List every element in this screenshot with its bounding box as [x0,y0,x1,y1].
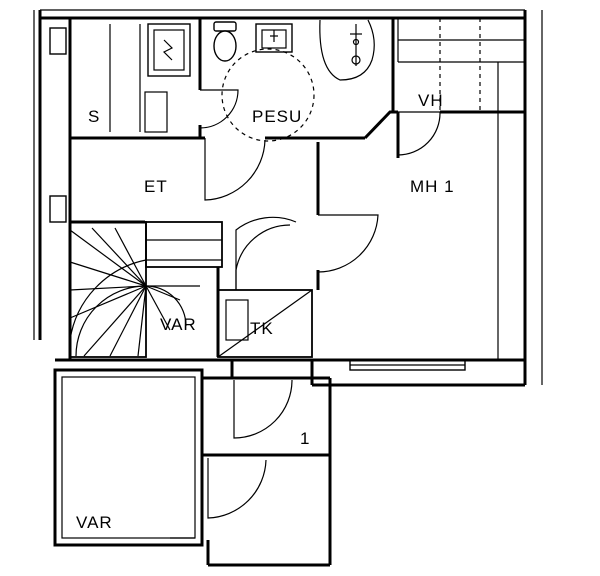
staircase [69,221,200,358]
shower-icon [319,19,375,81]
upper-partitions [70,18,525,360]
storage-lower-room: VAR [53,368,204,547]
label-bedroom: MH 1 [410,177,455,196]
outer-walls [33,9,543,387]
label-walk-in-closet: VH [418,91,444,110]
label-storage-lower: VAR [76,513,113,532]
label-entrance-hall: ET [144,177,168,196]
lower-corridor: 1 [55,358,332,567]
label-floor-marker: 1 [300,429,310,448]
label-washroom: PESU [252,107,302,126]
walk-in-closet: VH [397,91,444,156]
bedroom-room: MH 1 [312,177,525,371]
sink-icon [255,23,293,53]
label-storage-stair: VAR [160,315,197,334]
storage-stair-room: VAR [145,221,223,357]
sauna-room: S [88,23,191,133]
label-sauna: S [88,107,100,126]
entrance-hall: ET [70,138,379,290]
label-utility: TK [250,319,274,338]
utility-room: TK [217,216,313,358]
toilet-icon [213,21,237,62]
washroom-room: PESU [199,19,375,142]
